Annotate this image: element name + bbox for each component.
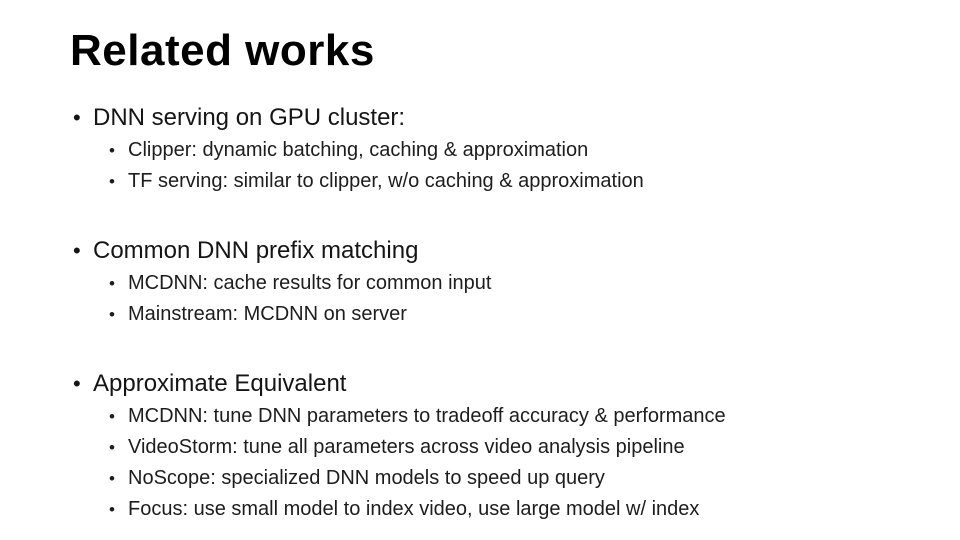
bullet-level2: • MCDNN: cache results for common input (0, 268, 960, 299)
bullet-icon: • (73, 105, 81, 130)
bullet-level2: • MCDNN: tune DNN parameters to tradeoff … (0, 401, 960, 432)
bullet-icon: • (109, 500, 115, 519)
bullet-level2: • TF serving: similar to clipper, w/o cac… (0, 166, 960, 197)
bullet-level2-text: VideoStorm: tune all parameters across v… (128, 436, 685, 458)
bullet-level2-text: MCDNN: tune DNN parameters to tradeoff a… (128, 405, 726, 427)
bullet-icon: • (109, 172, 115, 191)
bullet-level2-text: Focus: use small model to index video, u… (128, 498, 700, 520)
bullet-level1: • Common DNN prefix matching (0, 234, 960, 268)
bullet-level2: • NoScope: specialized DNN models to spee… (0, 463, 960, 494)
bullet-level2: • Clipper: dynamic batching, caching & ap… (0, 135, 960, 166)
bullet-level2-text: Mainstream: MCDNN on server (128, 303, 407, 325)
bullet-level2: • Focus: use small model to index video, … (0, 494, 960, 525)
bullet-icon: • (109, 141, 115, 160)
bullet-level1: • DNN serving on GPU cluster: (0, 101, 960, 135)
slide-title: Related works (70, 26, 375, 75)
bullet-level2: • Mainstream: MCDNN on server (0, 299, 960, 330)
bullet-icon: • (109, 274, 115, 293)
bullet-level2-text: MCDNN: cache results for common input (128, 272, 492, 294)
bullet-icon: • (109, 407, 115, 426)
bullet-icon: • (73, 238, 81, 263)
bullet-level2-text: TF serving: similar to clipper, w/o cach… (128, 170, 644, 192)
bullet-group-dnn-serving: • DNN serving on GPU cluster: • Clipper: d… (0, 101, 960, 197)
bullet-level1: • Approximate Equivalent (0, 367, 960, 401)
bullet-icon: • (73, 371, 81, 396)
bullet-level2: • VideoStorm: tune all parameters across … (0, 432, 960, 463)
bullet-group-prefix-matching: • Common DNN prefix matching • MCDNN: cach… (0, 234, 960, 330)
bullet-level1-text: DNN serving on GPU cluster: (93, 104, 406, 131)
bullet-level2-text: Clipper: dynamic batching, caching & app… (128, 139, 589, 161)
bullet-icon: • (109, 469, 115, 488)
bullet-level1-text: Common DNN prefix matching (93, 237, 419, 264)
bullet-level2-text: NoScope: specialized DNN models to speed… (128, 467, 605, 489)
bullet-icon: • (109, 305, 115, 324)
bullet-icon: • (109, 438, 115, 457)
bullet-level1-text: Approximate Equivalent (93, 370, 347, 397)
bullet-group-approximate-equivalent: • Approximate Equivalent • MCDNN: tune DNN… (0, 367, 960, 525)
